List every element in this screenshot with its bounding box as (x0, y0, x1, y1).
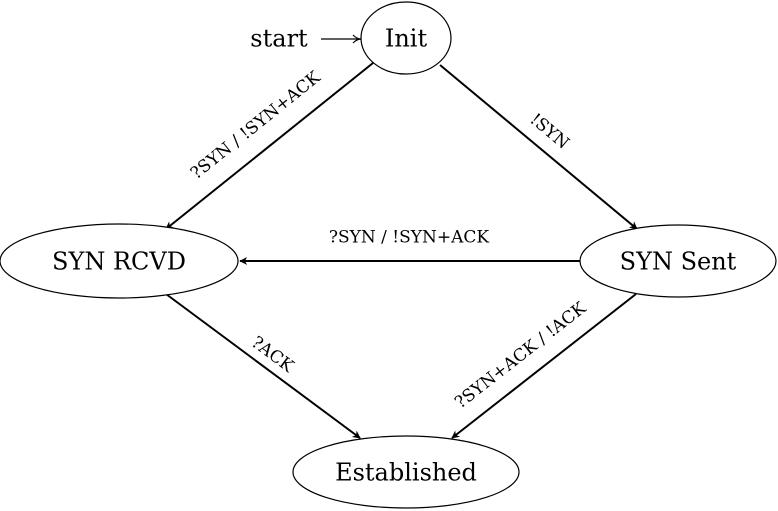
edge-label-syn-sent-to-established: ?SYN+ACK / !ACK (451, 298, 590, 413)
edge-label-init-to-syn-sent: !SYN (526, 110, 573, 154)
edge-syn-sent-to-established (451, 293, 637, 439)
node-syn-rcvd-shape (0, 223, 239, 299)
edge-label-syn-rcvd-to-established: ?ACK (247, 333, 297, 377)
node-established-shape (292, 435, 520, 509)
node-established-label: Established (335, 459, 477, 487)
edge-init-to-syn-rcvd (165, 62, 374, 230)
node-syn-rcvd-label: SYN RCVD (52, 248, 186, 276)
node-syn-rcvd: SYN RCVD (0, 223, 239, 299)
edge-label-syn-sent-to-syn-rcvd: ?SYN / !SYN+ACK (329, 228, 489, 248)
start-label: start (250, 25, 308, 53)
node-syn-sent-shape (579, 224, 777, 298)
edge-init-to-syn-sent (439, 64, 638, 230)
edge-label-init-to-syn-rcvd: ?SYN / !SYN+ACK (187, 67, 325, 183)
node-init-label: Init (385, 25, 428, 53)
node-established: Established (292, 435, 520, 509)
node-init-shape (360, 1, 452, 75)
node-syn-sent-label: SYN Sent (620, 248, 737, 276)
node-init: Init (360, 1, 452, 75)
node-syn-sent: SYN Sent (579, 224, 777, 298)
edge-syn-rcvd-to-established (165, 293, 361, 439)
